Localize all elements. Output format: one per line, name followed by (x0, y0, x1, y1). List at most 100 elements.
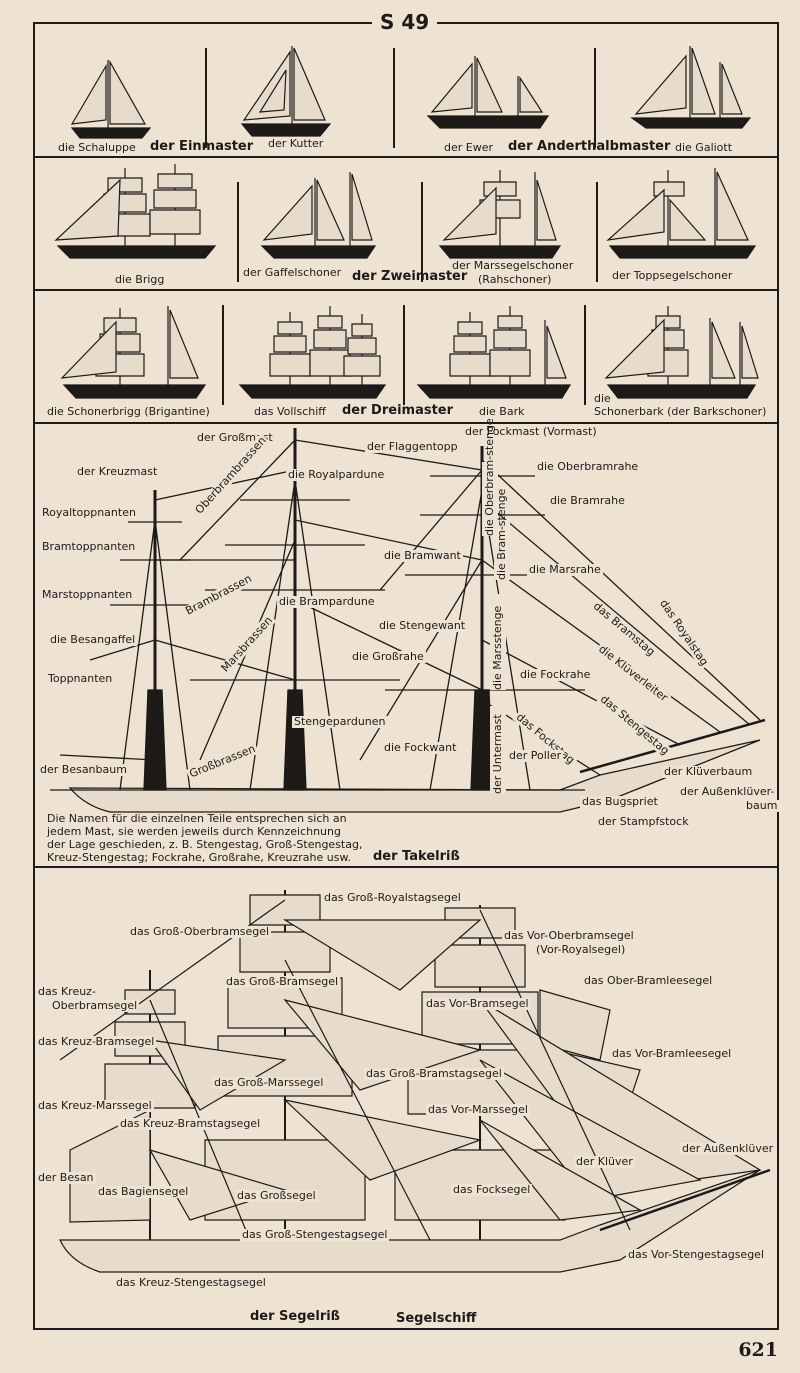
sg-kreuz-marssegel: das Kreuz-Marssegel (36, 1099, 154, 1112)
sg-gross-bramstagsegel: das Groß-Bramstagsegel (364, 1067, 504, 1080)
schaluppe-illustration (70, 59, 152, 139)
sg-gross-stengestagsegel: das Groß-Stengestagsegel (240, 1228, 390, 1241)
brigg-illustration (54, 164, 217, 259)
sg-besan: der Besan (36, 1171, 96, 1184)
label-vollschiff: das Vollschiff (254, 405, 326, 418)
page-code: S 49 (372, 10, 438, 34)
tk-brampardune: die Brampardune (277, 595, 377, 608)
note-line: der Lage geschieden, z. B. Stengestag, G… (47, 838, 363, 851)
divider-2 (33, 289, 779, 291)
tk-untermast: der Untermast (490, 706, 506, 794)
segelriss-title: der Segelriß (250, 1309, 341, 1324)
sg-vor-royalsegel: (Vor-Royalsegel) (534, 943, 628, 956)
tk-bugspriet: das Bugspriet (580, 795, 660, 808)
sg-bagiensegel: das Bagiensegel (96, 1185, 191, 1198)
tk-poller: der Poller (507, 749, 564, 762)
sg-focksegel: das Focksegel (451, 1183, 533, 1196)
sg-kreuz-bramstagsegel: das Kreuz-Bramstagsegel (118, 1117, 263, 1130)
sg-gross-royalstagsegel: das Groß-Royalstagsegel (322, 891, 463, 904)
sg-vor-marssegel: das Vor-Marssegel (426, 1103, 530, 1116)
tk-fockrahe: die Fockrahe (518, 668, 593, 681)
ewer-illustration (426, 56, 550, 129)
sg-vor-bramsegel: das Vor-Bramsegel (424, 997, 531, 1010)
tk-bramstenge: die Bram-stenge (494, 488, 510, 580)
label-ewer: der Ewer (444, 141, 494, 154)
tk-fockwant: die Fockwant (382, 741, 459, 754)
sg-kluver: der Klüver (574, 1155, 635, 1168)
toppsegelschoner-illustration (606, 168, 757, 259)
tk-grossrahe: die Großrahe (350, 650, 426, 663)
schonerbrigg-illustration (60, 306, 207, 399)
schonerbark-illustration (604, 306, 759, 399)
sg-kreuz-bramsegel: das Kreuz-Bramsegel (36, 1035, 157, 1048)
tk-fockmast: der Fockmast (Vormast) (463, 425, 599, 438)
label-zweimaster: der Zweimaster (352, 269, 468, 284)
col-divider (403, 305, 405, 405)
tk-bramwant: die Bramwant (382, 549, 463, 562)
tk-stengepardunen: Stengepardunen (292, 715, 388, 728)
note-line: Die Namen für die einzelnen Teile entspr… (47, 812, 347, 825)
label-schaluppe: die Schaluppe (58, 141, 136, 154)
gaffelschoner-illustration (260, 172, 377, 259)
col-divider (393, 48, 395, 148)
tk-marsstenge: die Marsstenge (490, 594, 506, 690)
col-divider (222, 305, 224, 405)
tk-stampfstock: der Stampfstock (596, 815, 691, 828)
tk-kreuzmast: der Kreuzmast (75, 465, 160, 478)
tk-oberbramrahe: die Oberbramrahe (535, 460, 641, 473)
sails-diagram (59, 890, 771, 1273)
bark-illustration (416, 306, 572, 399)
label-marssegelschoner: der Marssegelschoner (452, 259, 574, 272)
divider-3 (33, 422, 779, 424)
note-line: jedem Mast, sie werden jeweils durch Ken… (47, 825, 341, 838)
sg-vor-bramleesegel: das Vor-Bramleesegel (610, 1047, 734, 1060)
sg-gross-oberbramsegel: das Groß-Oberbramsegel (128, 925, 272, 938)
tk-kluverbaum: der Klüverbaum (662, 765, 755, 778)
marssegelschoner-illustration (438, 170, 562, 259)
tk-bramtoppnanten: Bramtoppnanten (40, 540, 138, 553)
tk-aussenkluverbaum-b: baum (744, 799, 780, 812)
sg-vor-oberbramsegel: das Vor-Oberbramsegel (502, 929, 636, 942)
tk-flaggentopp: der Flaggentopp (365, 440, 460, 453)
label-gaffelschoner: der Gaffelschoner (243, 266, 342, 279)
col-divider (596, 182, 598, 282)
label-einmaster: der Einmaster (150, 139, 254, 154)
page-number: 621 (738, 1339, 778, 1361)
label-brigg: die Brigg (115, 273, 165, 286)
col-divider (421, 182, 423, 282)
kutter-illustration (240, 46, 332, 137)
tk-royaltoppnanten: Royaltoppnanten (40, 506, 138, 519)
takelriss-title: der Takelriß (373, 849, 460, 864)
divider-1 (33, 156, 779, 158)
sg-ober-bramleesegel: das Ober-Bramleesegel (582, 974, 715, 987)
label-galiott: die Galiott (675, 141, 733, 154)
tk-besangaffel: die Besangaffel (48, 633, 138, 646)
segelriss-subtitle: Segelschiff (396, 1311, 477, 1326)
label-toppsegelschoner: der Toppsegelschoner (612, 269, 733, 282)
takelriss-note: Die Namen für die einzelnen Teile entspr… (47, 812, 362, 864)
sg-gross-bramsegel: das Groß-Bramsegel (224, 975, 341, 988)
label-schonerbrigg: die Schonerbrigg (Brigantine) (47, 405, 210, 418)
label-dreimaster: der Dreimaster (342, 403, 454, 418)
label-rahschoner: (Rahschoner) (478, 273, 552, 286)
vollschiff-illustration (238, 306, 387, 399)
galiott-illustration (630, 46, 752, 129)
sg-vor-stengestagsegel: das Vor-Stengestagsegel (626, 1248, 766, 1261)
note-line: Kreuz-Stengestag; Fockrahe, Großrahe, Kr… (47, 851, 351, 864)
sg-aussenkluver: der Außenklüver (680, 1142, 776, 1155)
label-schonerbark-b: Schonerbark (der Barkschoner) (594, 405, 767, 418)
col-divider (594, 48, 596, 148)
tk-bramrahe: die Bramrahe (548, 494, 627, 507)
label-schonerbark-a: die (594, 392, 611, 405)
tk-royalpardune: die Royalpardune (286, 468, 387, 481)
col-divider (237, 182, 239, 282)
tk-toppnanten: Toppnanten (46, 672, 115, 685)
col-divider (584, 305, 586, 405)
sg-kreuz-oberbramsegel-a: das Kreuz- (36, 985, 98, 998)
label-bark: die Bark (479, 405, 525, 418)
tk-marstoppnanten: Marstoppnanten (40, 588, 135, 601)
col-divider (205, 48, 207, 148)
tk-aussenkluverbaum-a: der Außenklüver- (678, 785, 777, 798)
label-anderthalbmaster: der Anderthalbmaster (508, 139, 671, 154)
